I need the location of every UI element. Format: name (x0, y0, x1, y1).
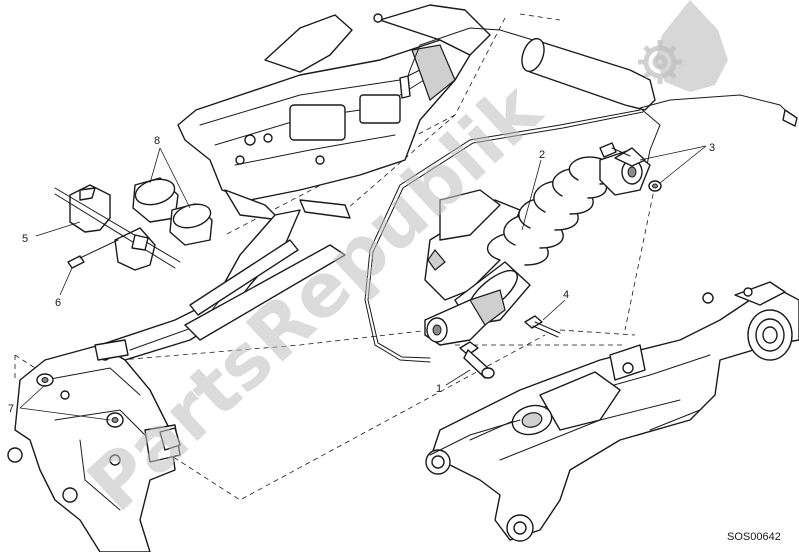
rear-shock-absorber (424, 147, 651, 346)
cable-clamp-kit (54, 177, 213, 271)
preload-adjuster-assembly (364, 27, 798, 363)
callout-2: 2 (539, 149, 545, 161)
callout-6: 6 (55, 297, 61, 309)
callout-labels: 1 2 3 4 5 6 7 8 (8, 135, 715, 415)
callout-5: 5 (22, 233, 28, 245)
main-trellis-frame (7, 199, 351, 552)
callout-1: 1 (436, 383, 442, 395)
lower-mount-bolt (459, 341, 495, 379)
swingarm (425, 281, 799, 542)
clamp-body (54, 184, 181, 271)
callout-3: 3 (709, 142, 715, 154)
callout-8: 8 (154, 135, 160, 147)
gear-icon (638, 40, 682, 84)
rear-subframe (177, 4, 491, 221)
watermark-drop-shape (655, 0, 728, 92)
drawing-code: SOS00642 (727, 531, 781, 543)
spacer-lower (169, 203, 213, 246)
fasteners (36, 142, 662, 451)
upper-mount-nut (648, 180, 662, 192)
frame-bushing (159, 427, 181, 451)
swingarm-mount-bolt (524, 315, 561, 338)
washer-upper (36, 373, 54, 387)
leader-lines (19, 145, 707, 421)
callout-4: 4 (563, 289, 569, 301)
upper-mount-bolt (599, 142, 631, 158)
spacer-upper (132, 177, 179, 223)
callout-7: 7 (8, 403, 14, 415)
clamp-screw (67, 239, 119, 269)
